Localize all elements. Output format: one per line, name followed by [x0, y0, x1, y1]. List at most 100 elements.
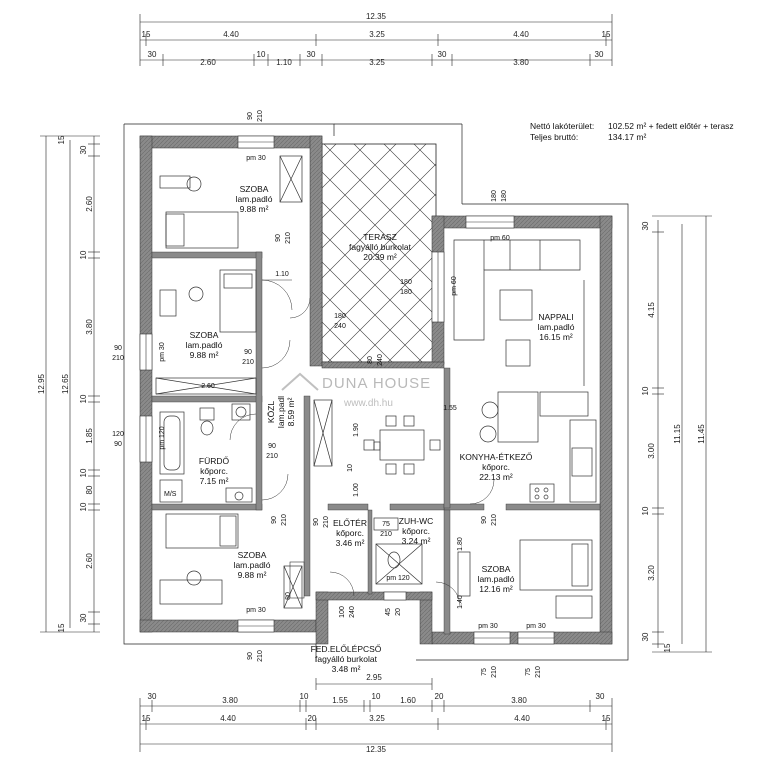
svg-text:3.24 m²: 3.24 m² [402, 536, 431, 546]
svg-text:12.16 m²: 12.16 m² [479, 584, 513, 594]
dim-left-inner: 12.65 [61, 373, 70, 394]
svg-text:pm 30: pm 30 [526, 623, 546, 630]
svg-text:10: 10 [347, 464, 354, 472]
room-label: SZOBA lam.padló 12.16 m² [478, 564, 515, 594]
svg-text:SZOBA: SZOBA [240, 184, 269, 194]
terrace [321, 143, 437, 363]
dim-top-total: 12.35 [366, 12, 387, 21]
svg-text:2.60: 2.60 [201, 383, 215, 390]
svg-text:90: 90 [114, 441, 122, 448]
svg-text:210: 210 [323, 516, 330, 528]
svg-text:210: 210 [491, 514, 498, 526]
dim-top: 2.60 [200, 58, 216, 67]
svg-text:9.88 m²: 9.88 m² [190, 350, 219, 360]
furniture [155, 155, 597, 619]
svg-text:SZOBA: SZOBA [482, 564, 511, 574]
svg-text:kőporc.: kőporc. [402, 526, 430, 536]
dim-right-total: 11.45 [697, 424, 706, 444]
svg-text:2.60: 2.60 [85, 196, 94, 212]
svg-text:TERASZ: TERASZ [363, 232, 397, 242]
svg-text:4.40: 4.40 [220, 714, 236, 723]
svg-text:SZOBA: SZOBA [238, 550, 267, 560]
svg-text:90: 90 [114, 345, 122, 352]
svg-text:15: 15 [602, 714, 611, 723]
room-label: SZOBA lam.padló 9.88 m² [186, 330, 223, 360]
svg-text:210: 210 [491, 666, 498, 678]
svg-text:pm 60: pm 60 [451, 276, 458, 296]
dim-top: 15 [602, 30, 611, 39]
svg-text:pm 30: pm 30 [478, 623, 498, 630]
svg-text:16.15 m²: 16.15 m² [539, 332, 573, 342]
svg-text:fagyálló burkolat: fagyálló burkolat [349, 242, 412, 252]
svg-text:pm 30: pm 30 [246, 155, 266, 162]
svg-text:1.85: 1.85 [85, 428, 94, 444]
svg-text:30: 30 [79, 613, 88, 622]
room-label: NAPPALI lam.padló 16.15 m² [538, 312, 575, 342]
dim-top: 30 [595, 50, 604, 59]
svg-text:lam.padló: lam.padló [186, 340, 223, 350]
svg-text:9.88 m²: 9.88 m² [240, 204, 269, 214]
svg-text:15: 15 [57, 135, 66, 144]
svg-text:90: 90 [244, 349, 252, 356]
svg-text:240: 240 [334, 323, 346, 330]
svg-text:4.15: 4.15 [647, 302, 656, 318]
svg-text:7.15 m²: 7.15 m² [200, 476, 229, 486]
svg-text:9.88 m²: 9.88 m² [238, 570, 267, 580]
room-label: FÜRDŐ kőporc. 7.15 m² [199, 456, 230, 486]
svg-text:90: 90 [268, 443, 276, 450]
svg-text:80: 80 [85, 485, 94, 494]
gross-area-value: 134.17 m² [608, 132, 646, 142]
room-labels: SZOBA lam.padló 9.88 m² SZOBA lam.padló … [186, 184, 575, 674]
room-label: KÖZL lam.padl 8.59 m² [266, 396, 296, 428]
svg-text:3.80: 3.80 [222, 696, 238, 705]
top-dimensions: 12.35 15 4.40 3.25 4.40 15 30 2.60 10 1.… [139, 12, 613, 67]
svg-text:KÖZL: KÖZL [266, 401, 276, 423]
svg-text:180: 180 [400, 279, 412, 286]
svg-text:90: 90 [247, 652, 254, 660]
svg-text:3.80: 3.80 [85, 319, 94, 335]
svg-text:lam.padló: lam.padló [478, 574, 515, 584]
svg-text:180: 180 [334, 313, 346, 320]
gross-area-label: Teljes bruttó: [530, 132, 578, 142]
svg-text:pm 120: pm 120 [159, 426, 166, 449]
dim-top: 30 [307, 50, 316, 59]
svg-text:210: 210 [257, 650, 264, 662]
room-label: ELŐTÉR kőporc. 3.46 m² [333, 518, 367, 548]
svg-text:KONYHA-ÉTKEZŐ: KONYHA-ÉTKEZŐ [460, 452, 533, 462]
svg-text:180: 180 [400, 289, 412, 296]
svg-text:90: 90 [313, 518, 320, 526]
svg-text:lam.padló: lam.padló [538, 322, 575, 332]
dim-top: 3.25 [369, 58, 385, 67]
svg-text:20: 20 [435, 692, 444, 701]
svg-text:75: 75 [525, 668, 532, 676]
dim-top: 4.40 [223, 30, 239, 39]
svg-text:kőporc.: kőporc. [482, 462, 510, 472]
svg-text:210: 210 [112, 355, 124, 362]
dim-top: 4.40 [513, 30, 529, 39]
doors [229, 279, 495, 607]
room-label: FED.ELŐLÉPCSŐ fagyálló burkolat 3.48 m² [311, 644, 382, 674]
opening-sizes: 90 210 90 210 90 210 120 90 90 210 90 21… [112, 110, 542, 678]
room-label: KONYHA-ÉTKEZŐ kőporc. 22.13 m² [460, 452, 533, 482]
svg-text:fagyálló burkolat: fagyálló burkolat [315, 654, 378, 664]
svg-text:lam.padló: lam.padló [236, 194, 273, 204]
dim-top: 30 [438, 50, 447, 59]
svg-text:ZUH-WC: ZUH-WC [399, 516, 433, 526]
svg-text:80: 80 [367, 356, 374, 364]
svg-text:75: 75 [382, 521, 390, 528]
svg-text:180: 180 [491, 190, 498, 202]
svg-text:210: 210 [380, 531, 392, 538]
room-label: SZOBA lam.padló 9.88 m² [234, 550, 271, 580]
svg-text:10: 10 [79, 468, 88, 477]
svg-text:1.90: 1.90 [353, 423, 360, 437]
svg-text:20: 20 [395, 608, 402, 616]
svg-text:3.00: 3.00 [647, 443, 656, 459]
svg-text:20: 20 [308, 714, 317, 723]
left-dimensions: 12.95 12.65 15 30 2.60 10 3.80 10 1.85 1… [37, 135, 100, 632]
svg-text:210: 210 [285, 232, 292, 244]
svg-text:10: 10 [372, 692, 381, 701]
svg-text:SZOBA: SZOBA [190, 330, 219, 340]
svg-text:15: 15 [142, 714, 151, 723]
svg-text:90: 90 [275, 234, 282, 242]
svg-text:1.10: 1.10 [275, 271, 289, 278]
